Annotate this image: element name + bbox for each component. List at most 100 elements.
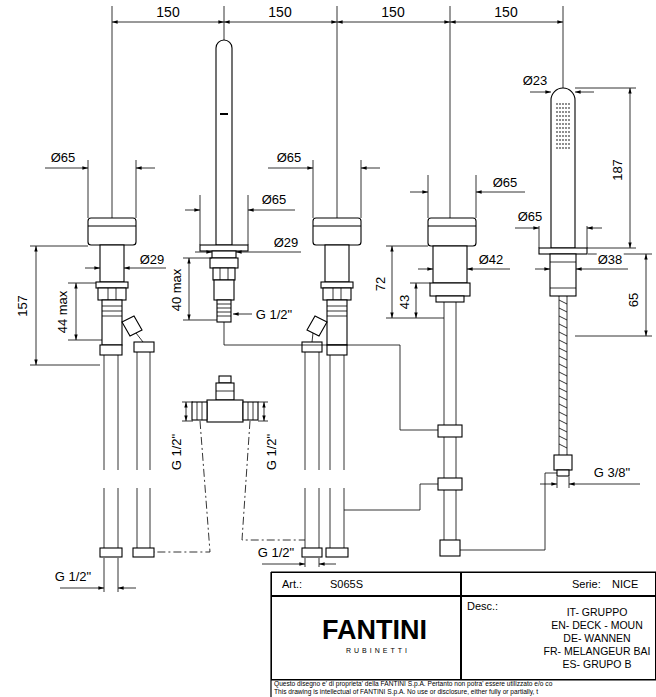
- spout: [200, 40, 248, 322]
- connection-line: [344, 484, 438, 510]
- spout: [217, 304, 231, 316]
- spray-hole: [568, 103, 570, 105]
- hose-pipe: [302, 352, 348, 557]
- diameter-dimension: [236, 252, 301, 253]
- title-block-frame: [271, 572, 656, 697]
- spray-hole: [556, 135, 558, 137]
- tee-fitting: [216, 383, 234, 400]
- diameter-dimension: [576, 269, 628, 270]
- left-valve: [100, 245, 124, 282]
- title-text: EN- DECK - MOUN: [551, 620, 643, 631]
- diverter: [436, 296, 464, 302]
- length-dimension: [68, 283, 102, 340]
- spout: [220, 113, 228, 115]
- spout: [210, 258, 238, 268]
- right-valve: [313, 225, 361, 226]
- diameter-dimension: [535, 269, 550, 270]
- spray-hole: [556, 139, 558, 141]
- spray-hole: [568, 123, 570, 125]
- right-valve: [312, 333, 313, 342]
- dimension-value: 150: [493, 5, 518, 19]
- hand-shower: [557, 470, 569, 476]
- thread-dimension: [60, 588, 104, 589]
- spray-hole: [556, 119, 558, 121]
- title-text: ES- GRUPO B: [563, 659, 632, 670]
- tee-fitting: [219, 376, 231, 383]
- connection-line: [224, 322, 557, 550]
- spray-hole: [559, 139, 561, 141]
- right-valve: [321, 282, 353, 288]
- dimension-value: Ø65: [517, 210, 544, 223]
- spray-hole: [559, 103, 561, 105]
- title-cell: Desc.:IT- GRUPPOEN- DECK - MOUNDE- WANNE…: [461, 596, 656, 680]
- spray-hole: [568, 135, 570, 137]
- diameter-dimension: [575, 92, 594, 93]
- hand-shower: [539, 248, 587, 254]
- title-text: Serie:: [572, 579, 601, 590]
- diameter-dimension: [418, 269, 433, 270]
- dimension-value: G 1/2": [265, 433, 278, 471]
- spout: [200, 245, 248, 251]
- title-cell: Art.:S065S: [271, 572, 461, 596]
- spray-hole: [565, 123, 567, 125]
- spray-hole: [559, 111, 561, 113]
- dimension-value: 150: [380, 5, 405, 19]
- hose-pipe: [133, 548, 154, 557]
- hand-shower: [550, 262, 576, 288]
- title-cell: Serie:NICE: [461, 572, 656, 596]
- dimension-value: 150: [155, 5, 180, 19]
- spray-hole: [568, 111, 570, 113]
- title-text: IT- GRUPPO: [567, 607, 628, 618]
- diameter-dimension: [467, 269, 510, 270]
- spray-hole: [556, 107, 558, 109]
- diameter-dimension: [530, 92, 551, 93]
- spray-hole: [568, 143, 570, 145]
- length-dimension: [575, 254, 652, 336]
- diameter-dimension: [313, 160, 361, 218]
- dimension-value: G 1/2": [255, 308, 293, 321]
- hose-pipe: [100, 352, 154, 557]
- spray-hole: [556, 131, 558, 133]
- thread-dimension: [182, 402, 193, 421]
- thread-dimension: [305, 558, 319, 567]
- spray-hole: [559, 147, 561, 149]
- diameter-dimension: [88, 160, 136, 218]
- spray-hole: [565, 107, 567, 109]
- thread-dimension: [540, 484, 557, 485]
- spray-hole: [556, 111, 558, 113]
- left-valve: [102, 300, 122, 345]
- spray-hole: [565, 139, 567, 141]
- thread-dimension: [262, 564, 305, 565]
- dimension-value: Ø29: [273, 236, 300, 249]
- dimension-value: 43: [398, 294, 411, 310]
- left-valve: [136, 333, 143, 342]
- hand-shower: [539, 88, 587, 476]
- dimension-value: G 3/8": [593, 466, 631, 479]
- right-valve: [302, 342, 322, 352]
- spray-hole: [568, 119, 570, 121]
- dimension-value: G 1/2": [257, 546, 295, 559]
- length-dimension: [30, 246, 100, 365]
- connection-line: [224, 322, 438, 430]
- diameter-dimension: [361, 168, 380, 169]
- title-text: Art.:: [282, 579, 302, 590]
- dimension-value: 187: [611, 158, 624, 182]
- dimension-value: Ø38: [597, 253, 624, 266]
- diameter-dimension: [136, 168, 155, 169]
- spray-hole: [562, 123, 564, 125]
- spray-hole: [568, 127, 570, 129]
- left-valve: [98, 288, 126, 300]
- right-valve: [327, 300, 347, 345]
- diameter-dimension: [539, 226, 587, 248]
- length-dimension: [386, 246, 444, 318]
- left-valve: [122, 316, 142, 336]
- dimension-value: G 1/2": [54, 570, 92, 583]
- spray-hole: [559, 115, 561, 117]
- right-valve: [327, 345, 347, 355]
- dimension-value: G 1/2": [170, 433, 183, 471]
- left-valve: [134, 342, 154, 352]
- left-valve: [102, 288, 122, 316]
- spray-hole: [568, 139, 570, 141]
- length-dimension: [646, 254, 647, 336]
